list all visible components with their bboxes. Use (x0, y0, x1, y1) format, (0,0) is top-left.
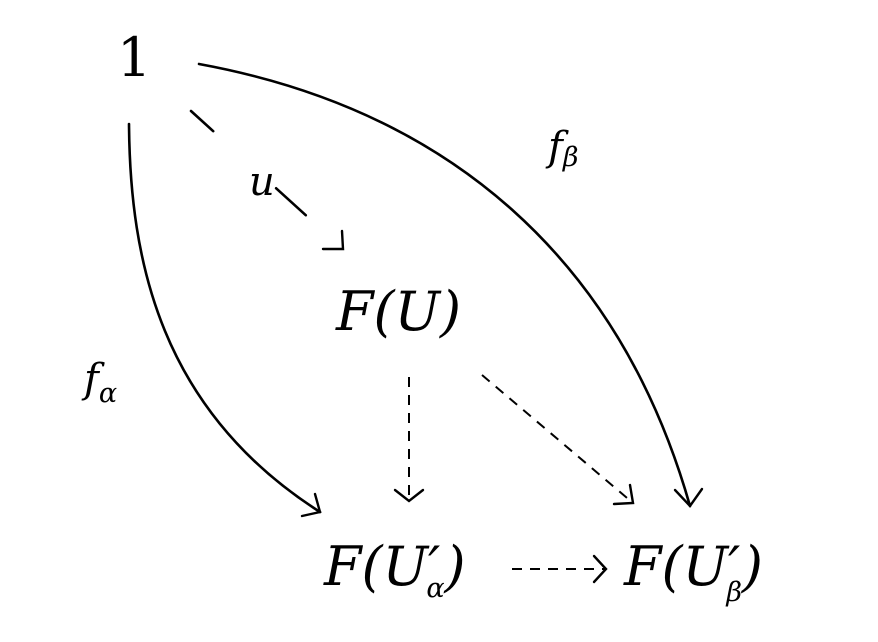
node-fu-beta-prime: F(U′β) (623, 535, 763, 608)
edge-u-label: u (249, 159, 275, 205)
edge-f-alpha-label: fα (81, 356, 117, 409)
edge-u-arrowhead (321, 229, 345, 251)
node-fu-beta-prime-close: ) (741, 535, 763, 598)
node-fu-alpha-prime-main: F(U (323, 535, 430, 598)
node-one: 1 (117, 26, 151, 89)
edge-f-beta-arrowhead (673, 487, 704, 508)
node-fu-alpha-prime: F(U′α) (323, 535, 466, 604)
edge-fu-to-fu-alpha-arrowhead (393, 488, 425, 503)
edge-f-beta-label-sub: β (562, 142, 579, 173)
edge-f-beta (197, 62, 692, 508)
node-fu-alpha-prime-sub: α (426, 573, 444, 604)
edge-fu-to-fu-beta-arrowhead (612, 483, 635, 506)
node-fu-alpha-prime-mark: ′ (428, 535, 440, 598)
edge-fu-to-fu-beta (481, 374, 634, 504)
node-fu: F(U) (335, 280, 461, 343)
node-fu-beta-prime-sub: β (725, 577, 742, 608)
edge-f-alpha (127, 122, 322, 514)
edge-f-alpha-label-sub: α (99, 378, 117, 409)
node-fu-beta-prime-mark: ′ (728, 535, 740, 598)
node-fu-beta-prime-main: F(U (623, 535, 730, 598)
edge-fu-alpha-to-fu-beta-arrowhead (592, 554, 608, 584)
edge-f-alpha-arrowhead (300, 492, 322, 518)
edge-f-beta-label: fβ (545, 124, 578, 173)
node-fu-alpha-prime-close: ) (444, 535, 466, 598)
